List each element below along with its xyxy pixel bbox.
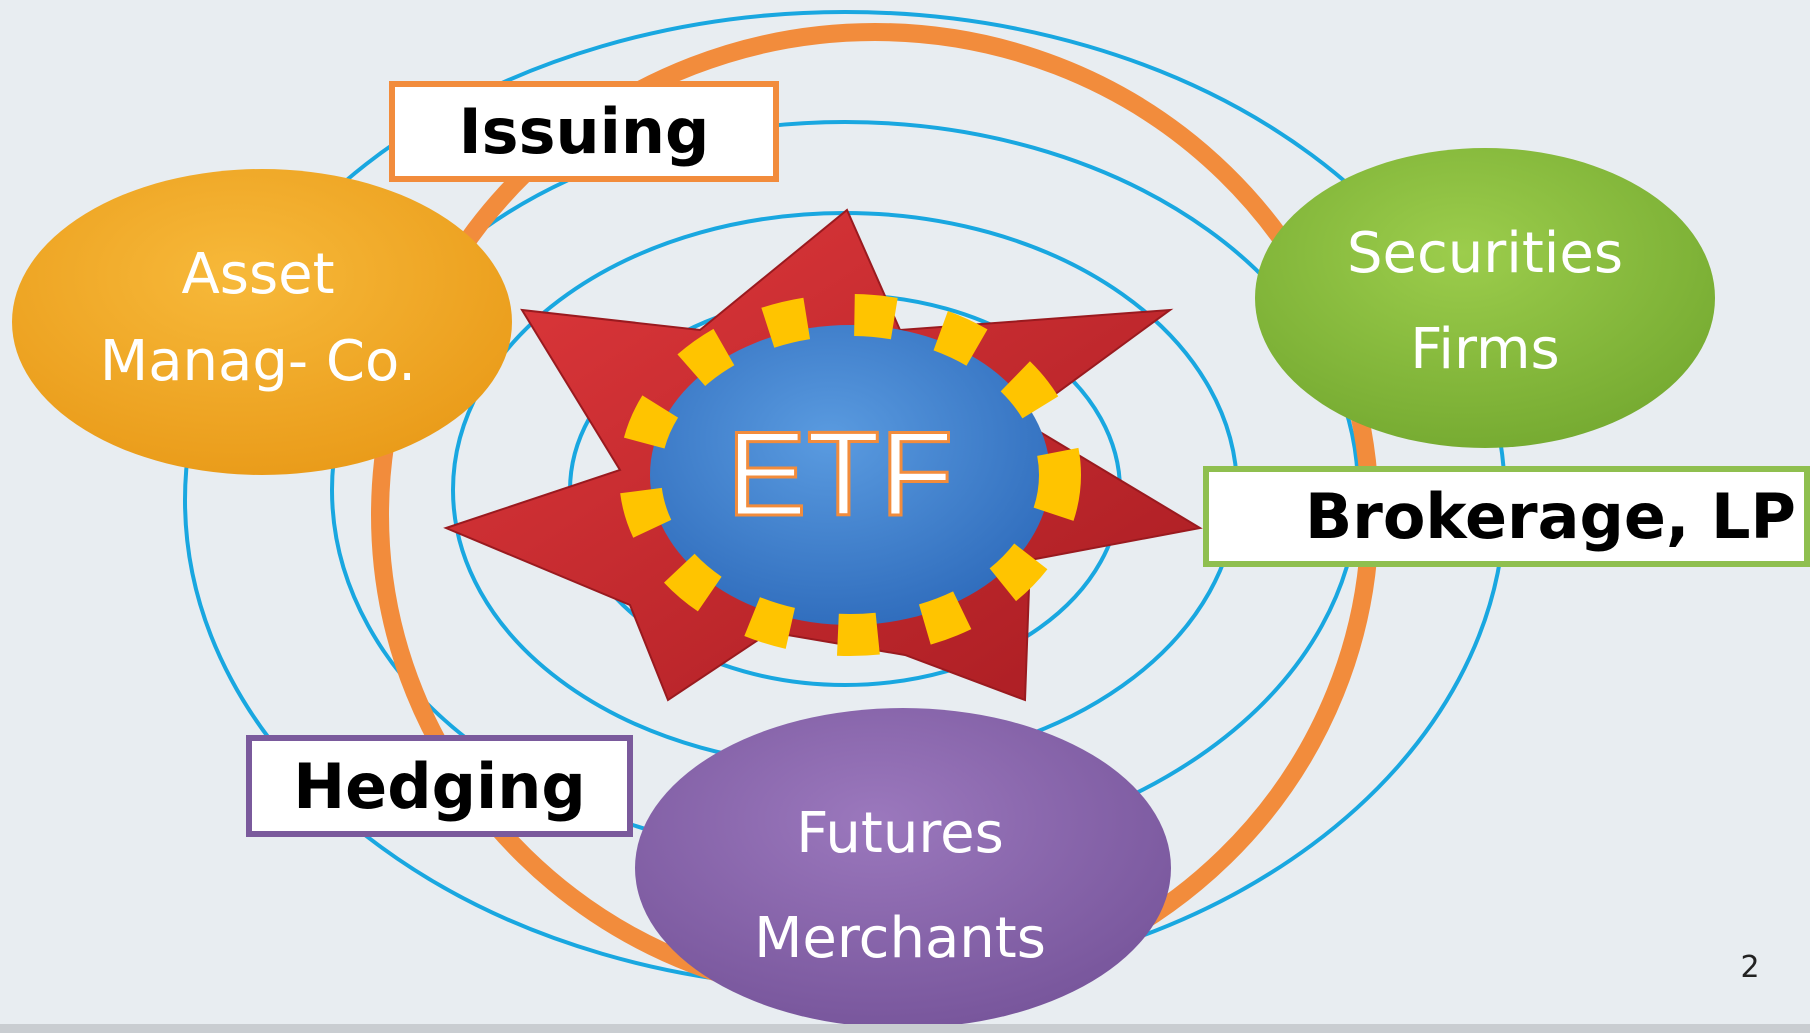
etf-dashed-ring xyxy=(619,294,1081,656)
futures-merchants-oval xyxy=(635,708,1171,1028)
securities-firms-label-line2: Firms xyxy=(1410,317,1559,382)
hedging-label: Hedging xyxy=(293,749,586,823)
hedging-label-box: Hedging xyxy=(246,735,633,837)
brokerage-label-box: Brokerage, LP xyxy=(1203,466,1810,567)
futures-merchants-label-line2: Merchants xyxy=(754,906,1046,971)
futures-merchants-label-line1: Futures xyxy=(796,801,1004,866)
asset-management-label-line1: Asset xyxy=(181,242,334,307)
issuing-label-box: Issuing xyxy=(389,81,779,182)
brokerage-label: Brokerage, LP xyxy=(1305,480,1796,553)
asset-management-label-line2: Manag- Co. xyxy=(100,329,416,394)
page-number: 2 xyxy=(1740,950,1760,985)
securities-firms-oval xyxy=(1255,148,1715,448)
asset-management-oval xyxy=(12,169,512,475)
etf-label: ETF xyxy=(727,407,954,541)
securities-firms-label-line1: Securities xyxy=(1347,221,1623,286)
bottom-strip xyxy=(0,1024,1810,1033)
issuing-label: Issuing xyxy=(458,95,710,168)
etf-oval xyxy=(650,325,1050,625)
